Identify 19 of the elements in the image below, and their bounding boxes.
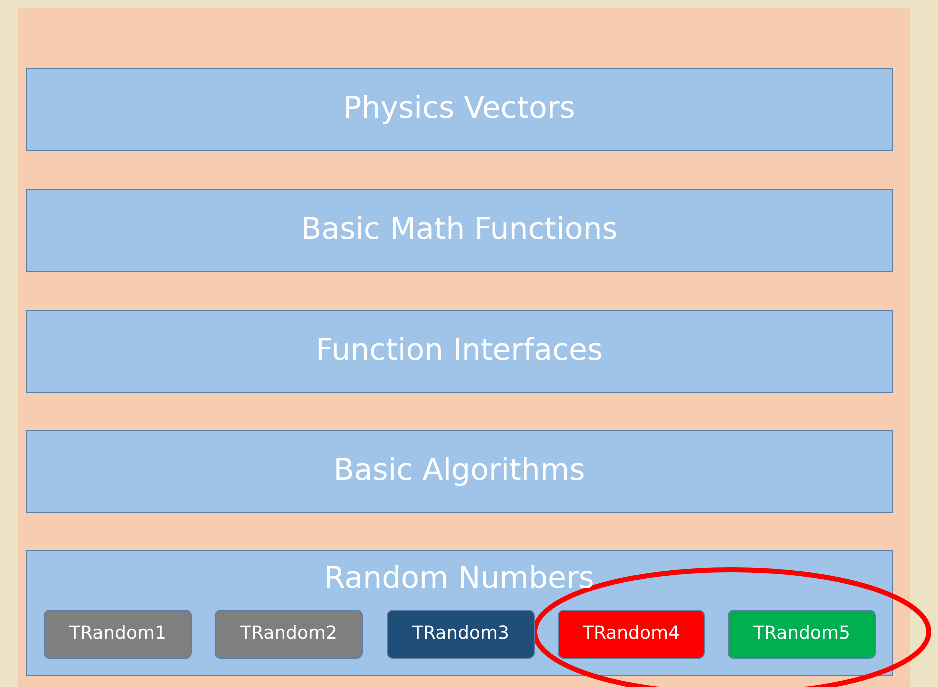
class-label: TRandom3 xyxy=(412,623,510,644)
class-label: TRandom2 xyxy=(240,623,338,644)
class-chip xyxy=(387,610,535,659)
class-chip xyxy=(558,610,705,659)
module-box xyxy=(26,68,893,151)
module-label: Basic Algorithms xyxy=(334,453,586,488)
module-label: Function Interfaces xyxy=(316,333,604,368)
module-box xyxy=(26,430,893,513)
class-chip xyxy=(215,610,363,659)
class-chip xyxy=(728,610,876,659)
module-box xyxy=(26,310,893,393)
module-label: Random Numbers xyxy=(324,561,594,596)
class-label: TRandom5 xyxy=(754,623,850,644)
module-label: Basic Math Functions xyxy=(301,212,618,247)
class-label: TRandom1 xyxy=(70,623,166,644)
class-label: TRandom4 xyxy=(583,623,680,644)
module-box xyxy=(26,189,893,272)
module-label: Physics Vectors xyxy=(344,91,576,126)
class-chip xyxy=(44,610,192,659)
